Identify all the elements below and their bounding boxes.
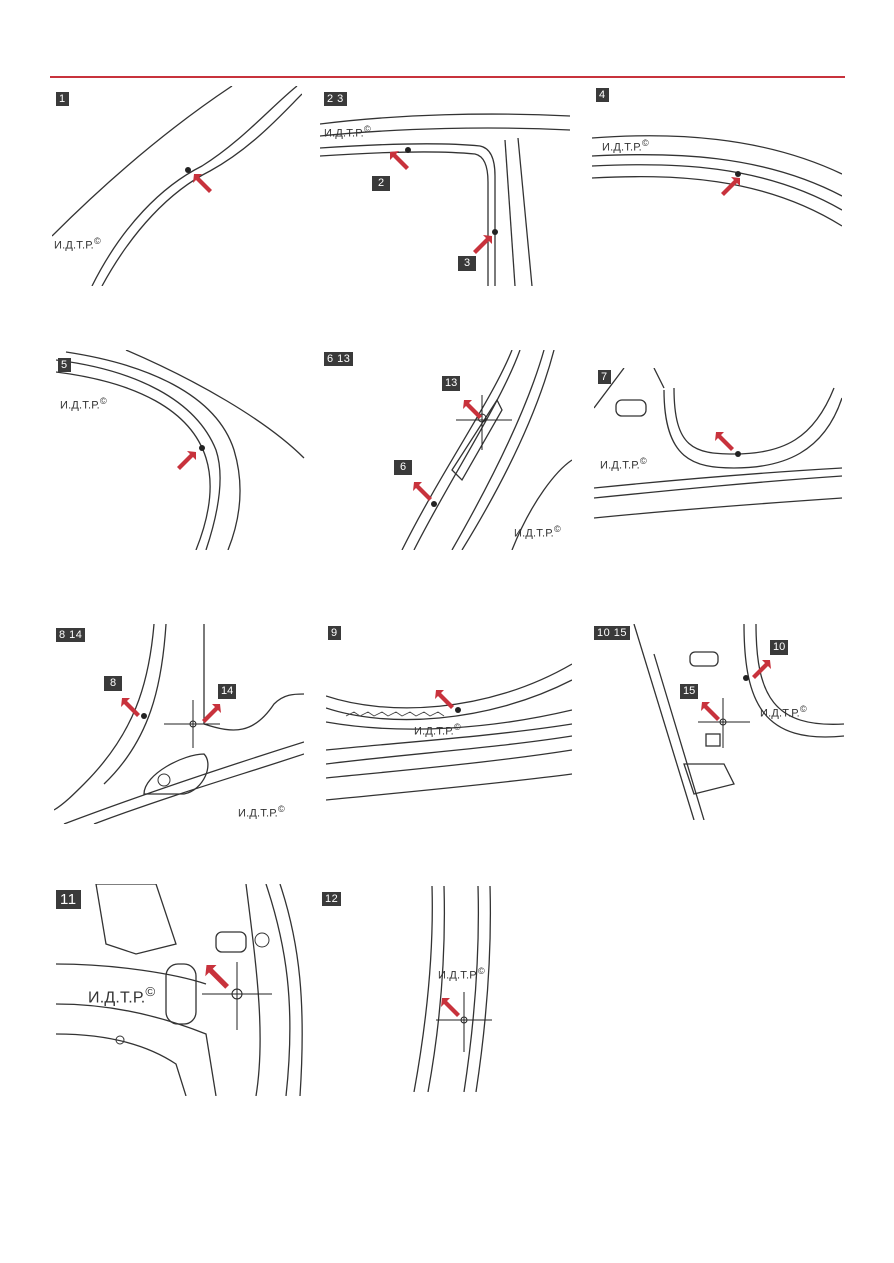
panel-7-number: 7 bbox=[598, 370, 611, 384]
panel-4-number: 4 bbox=[596, 88, 609, 102]
panel-5: 5 И.Д.Т.Р.© bbox=[56, 350, 306, 550]
panel-5-number: 5 bbox=[58, 358, 71, 372]
callout-3: 3 bbox=[458, 256, 476, 271]
watermark: И.Д.Т.Р.© bbox=[88, 984, 156, 1007]
arrow-icon bbox=[440, 994, 464, 1018]
arrow-icon bbox=[120, 694, 144, 718]
arrow-icon bbox=[700, 698, 724, 722]
watermark: И.Д.Т.Р.© bbox=[238, 804, 285, 820]
panel-4-drawing bbox=[592, 135, 842, 227]
panel-6-13: 6 13 13 6 И.Д.Т.Р.© bbox=[322, 350, 572, 550]
callout-8: 8 bbox=[104, 676, 122, 691]
callout-15: 15 bbox=[680, 684, 699, 699]
watermark: И.Д.Т.Р.© bbox=[414, 722, 461, 738]
panel-9-drawing bbox=[326, 663, 572, 801]
arrow-icon bbox=[176, 450, 200, 474]
panel-6-13-drawing bbox=[401, 350, 572, 550]
callout-14: 14 bbox=[218, 684, 237, 699]
watermark: И.Д.Т.Р.© bbox=[760, 704, 807, 720]
arrow-icon bbox=[472, 234, 496, 258]
panel-2-3: 2 3 И.Д.Т.Р.© 2 3 bbox=[320, 86, 570, 286]
panel-1: 1 И.Д.Т.Р.© bbox=[52, 86, 302, 286]
arrow-icon bbox=[192, 170, 216, 194]
panel-11: 11 И.Д.Т.Р.© bbox=[56, 884, 306, 1096]
watermark: И.Д.Т.Р.© bbox=[514, 524, 561, 540]
panel-7-drawing bbox=[594, 368, 842, 519]
watermark: И.Д.Т.Р.© bbox=[438, 966, 485, 982]
panel-8-14-number: 8 14 bbox=[56, 628, 86, 642]
panel-11-drawing bbox=[56, 884, 303, 1096]
watermark: И.Д.Т.Р.© bbox=[60, 396, 107, 412]
callout-13: 13 bbox=[442, 376, 461, 391]
panel-1-number: 1 bbox=[56, 92, 69, 106]
panel-8-14-drawing bbox=[54, 624, 304, 824]
arrow-icon bbox=[386, 150, 410, 174]
panel-10-15: 10 15 10 15 И.Д.Т.Р.© bbox=[594, 624, 844, 820]
panel-2-3-drawing bbox=[320, 113, 570, 286]
arrow-icon bbox=[434, 686, 458, 710]
arrow-icon bbox=[748, 656, 772, 680]
panel-9-number: 9 bbox=[328, 626, 341, 640]
watermark: И.Д.Т.Р.© bbox=[602, 138, 649, 154]
panel-2-3-number: 2 3 bbox=[324, 92, 347, 106]
panel-8-14: 8 14 8 14 И.Д.Т.Р.© bbox=[54, 624, 304, 824]
top-rule bbox=[50, 76, 845, 78]
panel-7: 7 И.Д.Т.Р.© bbox=[594, 368, 842, 530]
callout-10: 10 bbox=[770, 640, 789, 655]
arrow-icon bbox=[412, 478, 436, 502]
panel-11-number: 11 bbox=[56, 890, 81, 909]
arrow-icon bbox=[204, 960, 234, 990]
panel-5-drawing bbox=[56, 350, 305, 550]
callout-6: 6 bbox=[394, 460, 412, 475]
panel-10-15-drawing bbox=[633, 624, 844, 820]
panel-6-13-number: 6 13 bbox=[324, 352, 354, 366]
panel-12-number: 12 bbox=[322, 892, 342, 906]
watermark: И.Д.Т.Р.© bbox=[600, 456, 647, 472]
arrow-icon bbox=[720, 176, 744, 200]
watermark: И.Д.Т.Р.© bbox=[324, 124, 371, 140]
arrow-icon bbox=[198, 700, 222, 724]
panel-4: 4 И.Д.Т.Р.© bbox=[592, 86, 842, 286]
panel-1-drawing bbox=[52, 86, 302, 286]
callout-2: 2 bbox=[372, 176, 390, 191]
panel-12-drawing bbox=[413, 886, 492, 1092]
panel-12: 12 И.Д.Т.Р.© bbox=[322, 886, 522, 1092]
arrow-icon bbox=[714, 428, 738, 452]
arrow-icon bbox=[462, 396, 486, 420]
panel-9: 9 И.Д.Т.Р.© bbox=[326, 624, 572, 804]
panel-10-15-number: 10 15 bbox=[594, 626, 631, 640]
watermark: И.Д.Т.Р.© bbox=[54, 236, 101, 252]
